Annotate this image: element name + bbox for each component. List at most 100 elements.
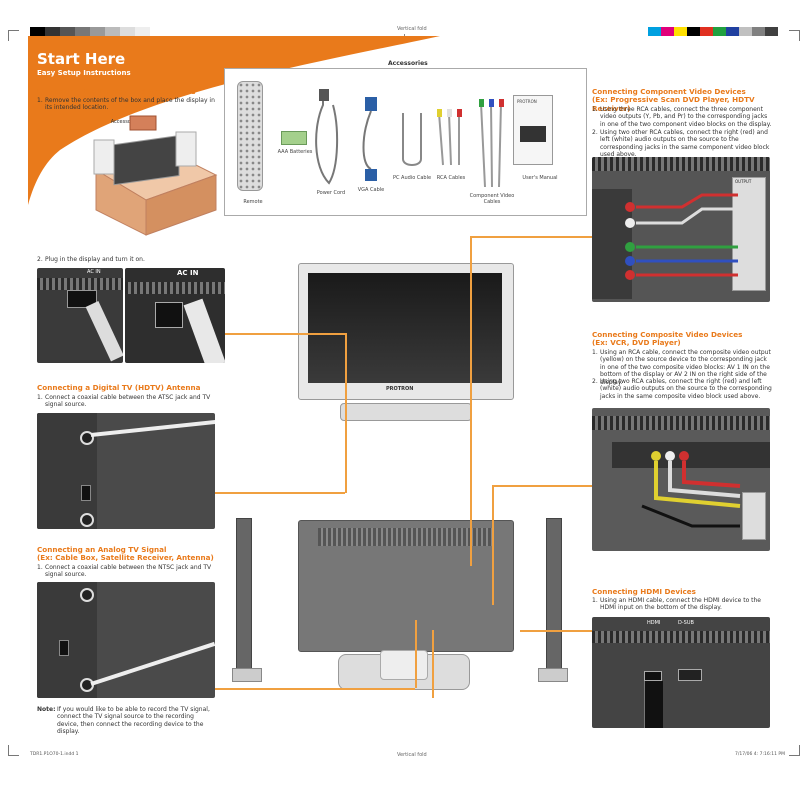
atsc-jack	[80, 431, 94, 445]
leader-line	[470, 236, 592, 238]
step-number: 2.	[592, 378, 598, 385]
digital-antenna-photo	[37, 413, 215, 529]
step-text: Using an RCA cable, connect the composit…	[600, 349, 771, 386]
tv-side-left	[232, 518, 262, 684]
vent-grille	[592, 157, 770, 171]
page-title: Start Here	[37, 50, 126, 68]
remote-image	[237, 81, 263, 191]
composite-photo	[592, 408, 770, 551]
unpack-step2: 2. Plug in the display and turn it on.	[37, 256, 237, 263]
component-cables-image	[479, 99, 504, 188]
unpack-step1: 1. Remove the contents of the box and pl…	[37, 97, 217, 112]
switch	[81, 485, 91, 501]
unpacking-illustration	[93, 115, 218, 236]
component-cable-drawing	[625, 193, 738, 280]
footer-left: TDR1.P1O70-1.indd 1	[30, 752, 79, 757]
analog-heading-2: (Ex: Cable Box, Satellite Receiver, Ante…	[37, 553, 214, 562]
composite-step2: 2. Using two RCA cables, connect the rig…	[592, 378, 772, 400]
composite-cable-drawing	[641, 451, 741, 528]
step-number: 2.	[37, 256, 43, 263]
leader-line	[470, 236, 472, 566]
power-socket	[155, 302, 183, 328]
step-number: 1.	[592, 106, 598, 113]
digital-step: 1. Connect a coaxial cable between the A…	[37, 394, 217, 409]
tv-screen	[308, 273, 502, 383]
tv-front: PROTRON	[298, 263, 514, 423]
step-text: Using three RCA cables, connect the thre…	[600, 106, 772, 128]
ntsc-jack	[80, 513, 94, 527]
color-bar-right	[648, 27, 778, 36]
manual-image: PROTRON	[513, 95, 553, 165]
top-fold-label: Vertical fold	[397, 26, 427, 32]
step-text: Connect a coaxial cable between the ATSC…	[45, 394, 211, 409]
accessory-power-cord: Power Cord	[316, 190, 346, 196]
leader-line	[520, 630, 592, 632]
batteries-image	[281, 131, 307, 145]
accessory-users-manual: User's Manual	[522, 175, 558, 181]
accessory-batteries: AAA Batteries	[277, 149, 313, 155]
accessory-remote: Remote	[243, 199, 263, 205]
leader-line	[215, 688, 415, 690]
coax-cable	[90, 641, 215, 686]
atsc-jack	[80, 588, 94, 602]
page-subtitle: Easy Setup Instructions	[37, 69, 131, 77]
color-bar-left	[30, 27, 150, 36]
component-step2: 2. Using two other RCA cables, connect t…	[592, 129, 772, 159]
step-text: Plug in the display and turn it on.	[45, 256, 145, 263]
header-swoosh	[28, 36, 440, 205]
tv-back-vents	[318, 528, 492, 546]
ac-in-photo-right: AC IN	[125, 268, 225, 363]
step-text: Using two other RCA cables, connect the …	[600, 129, 770, 159]
note-text: If you would like to be able to record t…	[57, 706, 210, 736]
crop-mark	[789, 30, 800, 41]
accessories-panel: Remote AAA Batteries Power Cord VGA Cabl…	[224, 68, 587, 216]
tv-brand: PROTRON	[386, 386, 414, 392]
power-plug	[85, 301, 123, 362]
power-cord-image	[315, 89, 339, 185]
vent-grille	[37, 278, 123, 290]
ac-in-label: AC IN	[87, 269, 101, 275]
step-number: 1.	[592, 597, 598, 604]
analog-step: 1. Connect a coaxial cable between the N…	[37, 564, 217, 579]
tv-side-right	[538, 518, 568, 684]
hdmi-step: 1. Using an HDMI cable, connect the HDMI…	[592, 597, 772, 612]
unpack-heading: Unpacking the Display and Accessories	[37, 87, 196, 96]
dsub-port	[678, 669, 702, 681]
tv-back	[298, 520, 514, 695]
dsub-port-label: D-SUB	[678, 620, 694, 626]
crop-mark	[8, 745, 19, 756]
accessory-vga-cable: VGA Cable	[357, 187, 385, 193]
component-heading-2: (Ex: Progressive Scan DVD Player, HDTV R…	[592, 95, 755, 113]
leader-line	[492, 485, 494, 605]
step-text: Connect a coaxial cable between the NTSC…	[45, 564, 212, 579]
manual-tv-picture	[520, 126, 546, 142]
accessory-component-cables: Component Video Cables	[469, 193, 515, 205]
tv-back-neck	[380, 650, 428, 680]
leader-line	[345, 333, 347, 493]
step-number: 1.	[592, 349, 598, 356]
coax-cable	[90, 419, 215, 437]
vent-grille	[125, 282, 225, 294]
hdmi-cable	[644, 681, 663, 728]
hdmi-port	[644, 671, 662, 681]
hdmi-port-label: HDMI	[647, 620, 661, 626]
component-heading: Connecting Component Video Devices	[592, 87, 746, 96]
accessory-pc-audio: PC Audio Cable	[392, 175, 432, 181]
leader-line	[492, 485, 592, 487]
tv-stand	[340, 403, 472, 421]
note-label: Note:	[37, 706, 56, 713]
composite-heading-2: (Ex: VCR, DVD Player)	[592, 338, 681, 347]
ac-in-label: AC IN	[177, 269, 199, 277]
crop-mark	[789, 745, 800, 756]
manual-brand: PROTRON	[517, 99, 537, 104]
step-number: 1.	[37, 394, 43, 401]
component-photo: OUTPUT	[592, 157, 770, 302]
step-number: 1.	[37, 564, 43, 571]
leader-line	[432, 630, 434, 698]
bottom-fold-label: Vertical fold	[397, 752, 427, 758]
step-number: 1.	[37, 97, 43, 104]
accessory-rca-cables: RCA Cables	[436, 175, 466, 181]
vent-grille	[592, 416, 770, 430]
power-socket	[67, 290, 97, 308]
step-text: Using an HDMI cable, connect the HDMI de…	[600, 597, 761, 612]
